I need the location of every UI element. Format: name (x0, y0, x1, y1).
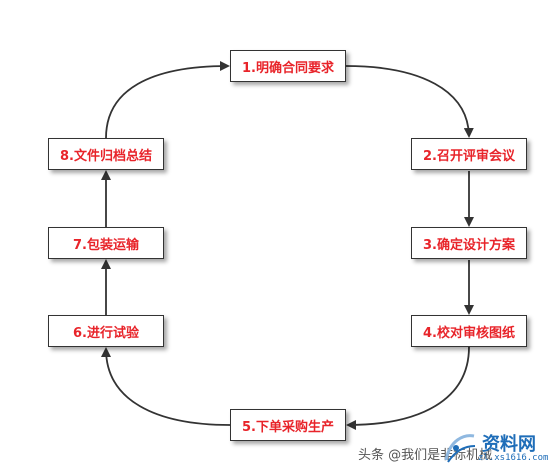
step-1-box: 1.明确合同要求 (230, 50, 346, 82)
arrow-5-to-6 (101, 347, 231, 426)
step-5-box: 5.下单采购生产 (230, 409, 346, 441)
logo-url: zl.xs1616.com (478, 453, 549, 463)
step-8-box: 8.文件归档总结 (48, 138, 164, 170)
step-2-label: 2.召开评审会议 (423, 148, 515, 164)
logo-wordmark: 资料网 (482, 434, 536, 455)
step-3-label: 3.确定设计方案 (423, 237, 515, 253)
step-7-box: 7.包装运输 (48, 227, 164, 259)
step-6-label: 6.进行试验 (73, 325, 139, 341)
step-6-box: 6.进行试验 (48, 315, 164, 347)
step-1-label: 1.明确合同要求 (242, 60, 334, 76)
logo-icon (444, 434, 476, 463)
step-4-label: 4.校对审核图纸 (423, 325, 515, 341)
arrow-4-to-5 (346, 346, 470, 430)
step-7-label: 7.包装运输 (73, 237, 139, 253)
step-8-label: 8.文件归档总结 (60, 148, 152, 164)
step-5-label: 5.下单采购生产 (242, 419, 334, 435)
step-3-box: 3.确定设计方案 (411, 227, 527, 259)
step-4-box: 4.校对审核图纸 (411, 315, 527, 347)
step-2-box: 2.召开评审会议 (411, 138, 527, 170)
arrow-1-to-2 (345, 65, 474, 138)
watermark-logo: 资料网 zl.xs1616.com (442, 428, 554, 468)
arrow-8-to-1 (105, 61, 230, 139)
